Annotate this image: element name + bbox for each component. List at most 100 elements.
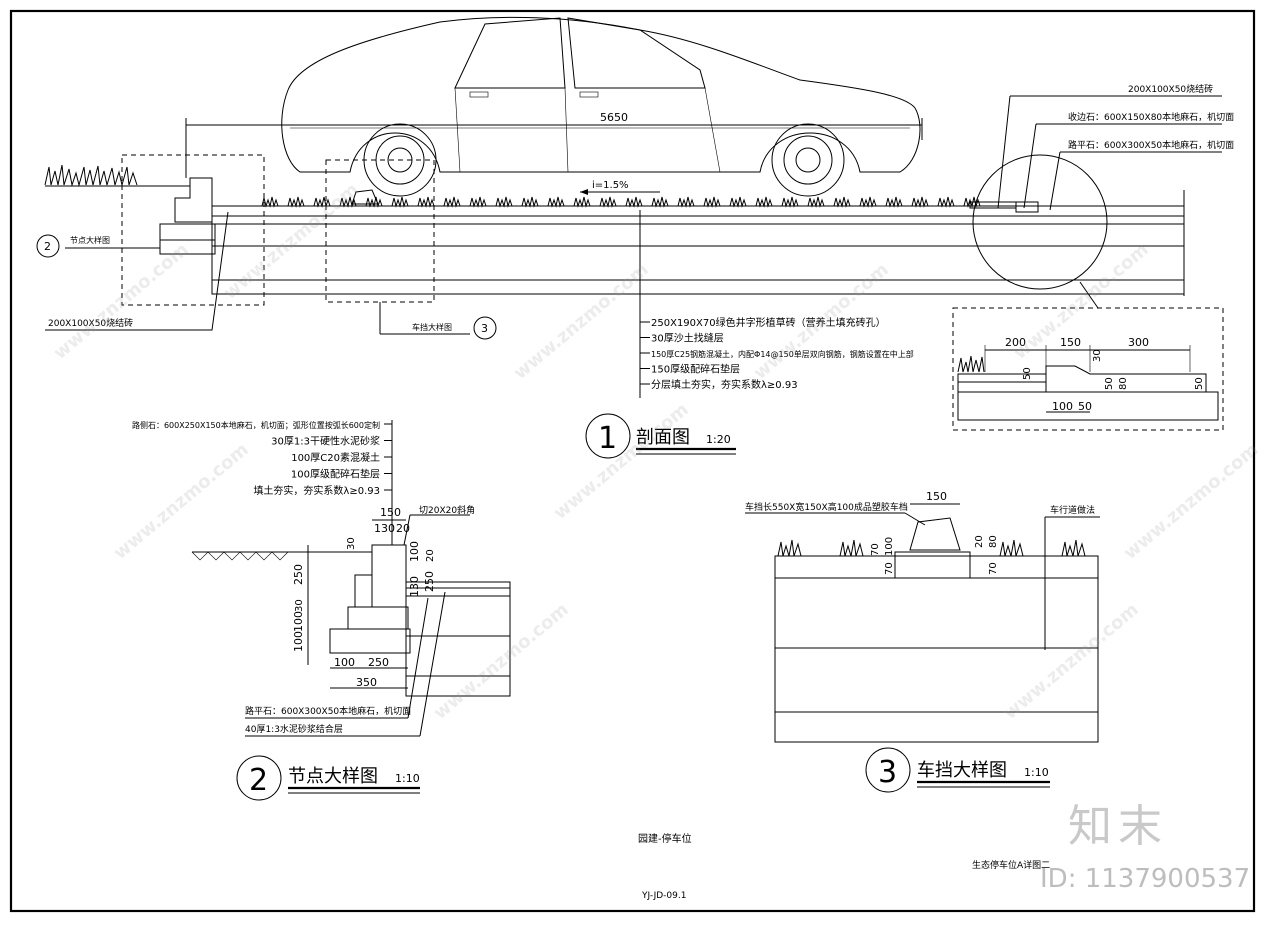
grass-tuft: [261, 196, 279, 208]
grass-tuft: [937, 196, 955, 208]
svg-text:100: 100: [292, 631, 305, 652]
grass-tuft: [911, 196, 929, 208]
svg-text:150: 150: [926, 490, 947, 503]
svg-text:130: 130: [374, 522, 395, 535]
svg-text:350: 350: [356, 676, 377, 689]
scale-main: 1:20: [706, 433, 731, 446]
grass-tufts: [261, 196, 981, 208]
watermark-text: www.znzmo.com: [1000, 599, 1143, 724]
grass-tuft: [417, 196, 435, 208]
grass-tuft: [573, 196, 591, 208]
grass-tuft: [495, 196, 513, 208]
grass-tuft: [599, 196, 617, 208]
grass-tuft: [807, 196, 825, 208]
svg-text:3: 3: [481, 322, 488, 335]
layer-label: 250X190X70绿色井字形植草砖（营养土填充砖孔）: [651, 316, 886, 329]
grass-tuft: [391, 196, 409, 208]
grass-tuft: [521, 196, 539, 208]
slope-label: i=1.5%: [592, 180, 629, 191]
stop-concrete: [774, 577, 1099, 649]
brand-id: ID: 1137900537: [1040, 864, 1251, 894]
svg-text:2: 2: [44, 240, 51, 253]
scale-node: 1:10: [395, 772, 420, 785]
svg-text:100: 100: [292, 611, 305, 632]
svg-text:2: 2: [249, 763, 268, 798]
svg-text:100: 100: [884, 537, 895, 556]
watermark-text: www.znzmo.com: [430, 599, 573, 724]
node-bottom-label-2: 40厚1:3水泥砂浆结合层: [245, 723, 343, 735]
car-length-dim: 5650: [600, 111, 628, 124]
detail-box-node: [121, 154, 265, 306]
svg-text:150: 150: [1060, 336, 1081, 349]
sand-layer: [211, 215, 1185, 225]
svg-text:80: 80: [1118, 377, 1129, 390]
svg-text:1: 1: [598, 421, 617, 456]
svg-text:50: 50: [1104, 377, 1115, 390]
svg-text:20: 20: [974, 535, 985, 548]
node-label: 30厚1:3干硬性水泥砂浆: [271, 435, 380, 448]
layer-label: 分层填土夯实，夯实系数λ≥0.93: [651, 378, 798, 391]
node-bottom-label-1: 路平石：600X300X50本地麻石，机切面: [245, 705, 411, 717]
watermark-text: www.znzmo.com: [50, 239, 193, 364]
layer-label: 30厚沙土找缝层: [651, 332, 724, 345]
title-2-circle: [236, 755, 282, 801]
svg-text:70: 70: [884, 562, 895, 575]
title-3-circle: [865, 747, 911, 793]
inset-detail-box: [952, 307, 1224, 431]
title-1-circle: [585, 413, 631, 459]
svg-text:30: 30: [294, 599, 305, 612]
car-outline: [281, 16, 921, 197]
svg-text:200: 200: [1005, 336, 1026, 349]
stop-label: 车挡长550X宽150X高100成品塑胶车档: [745, 501, 908, 513]
grass-tuft: [729, 196, 747, 208]
grass-tuft: [677, 196, 695, 208]
tag-stop: 车挡大样图: [412, 322, 452, 332]
section-node: 路侧石：600X250X150本地麻石，机切面；弧形位置按弧长600定制30厚1…: [132, 420, 511, 801]
svg-text:250: 250: [423, 571, 436, 592]
section-stop: 车挡长550X宽150X高100成品塑胶车档 车行道做法 150 70 100 …: [745, 490, 1100, 793]
layer-label: 150厚级配碎石垫层: [651, 363, 740, 376]
right-label-2: 收边石：600X150X80本地麻石，机切面: [1068, 111, 1234, 123]
node-curb-stone: [371, 544, 407, 608]
svg-text:100: 100: [334, 656, 355, 669]
svg-text:100: 100: [1052, 400, 1073, 413]
wheel-stop-main: [351, 189, 379, 205]
concrete-layer: [211, 223, 1185, 247]
svg-text:20: 20: [396, 522, 410, 535]
stop-label-right: 车行道做法: [1050, 504, 1095, 516]
detail-circle: [972, 154, 1108, 290]
sheet-title: 园建-停车位: [638, 832, 692, 845]
inset-detail: 200 150 300 30 50 50 80 50 100 50: [957, 336, 1219, 421]
section-main: i=1.5% 5650: [36, 16, 1234, 459]
grass-tuft: [365, 196, 383, 208]
grass-tuft: [651, 196, 669, 208]
title-stop: 车挡大样图: [917, 760, 1007, 781]
drawing-name: 生态停车位A详图二: [972, 859, 1050, 871]
right-label-3: 路平石：600X300X50本地麻石，机切面: [1068, 139, 1234, 151]
sheet-border: [9, 9, 1256, 913]
svg-text:50: 50: [1078, 400, 1092, 413]
svg-text:50: 50: [1022, 367, 1033, 380]
grass-tuft: [313, 196, 331, 208]
svg-text:80: 80: [988, 535, 999, 548]
brand-watermark: 知末: [1068, 801, 1168, 852]
right-label-1: 200X100X50烧结砖: [1128, 83, 1213, 95]
node-label: 100厚级配碎石垫层: [291, 468, 380, 481]
svg-text:3: 3: [878, 755, 897, 790]
svg-text:50: 50: [1194, 377, 1205, 390]
node-label: 100厚C20素混凝土: [291, 451, 380, 464]
callout-2-circle: [36, 234, 60, 258]
scale-stop: 1:10: [1024, 766, 1049, 779]
grass-tuft: [469, 196, 487, 208]
grass-tuft: [339, 196, 357, 208]
node-label: 填土夯实，夯实系数λ≥0.93: [253, 484, 380, 497]
gravel-layer: [211, 245, 1185, 281]
detail-box-stop: [325, 159, 435, 303]
grass-tuft: [755, 196, 773, 208]
grass-tuft: [703, 196, 721, 208]
grass-tuft: [547, 196, 565, 208]
soil-layer: [211, 279, 1185, 295]
